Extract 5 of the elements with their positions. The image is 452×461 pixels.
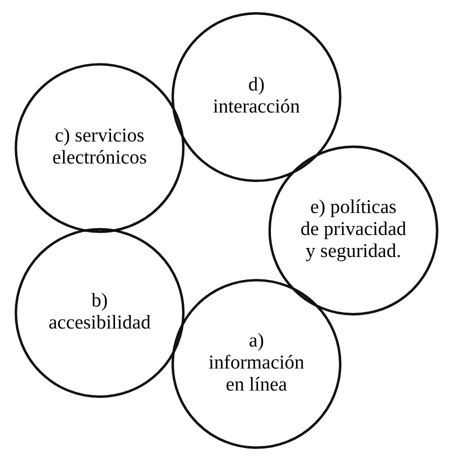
node-circle: c) servicios electrónicos [14,63,184,234]
node-circle: a) información en línea [171,278,341,449]
node-circle: b) accesibilidad [14,228,184,398]
node-circle: d) interacción [171,12,341,182]
node-circle: e) políticas de privacidad y seguridad. [268,146,438,316]
